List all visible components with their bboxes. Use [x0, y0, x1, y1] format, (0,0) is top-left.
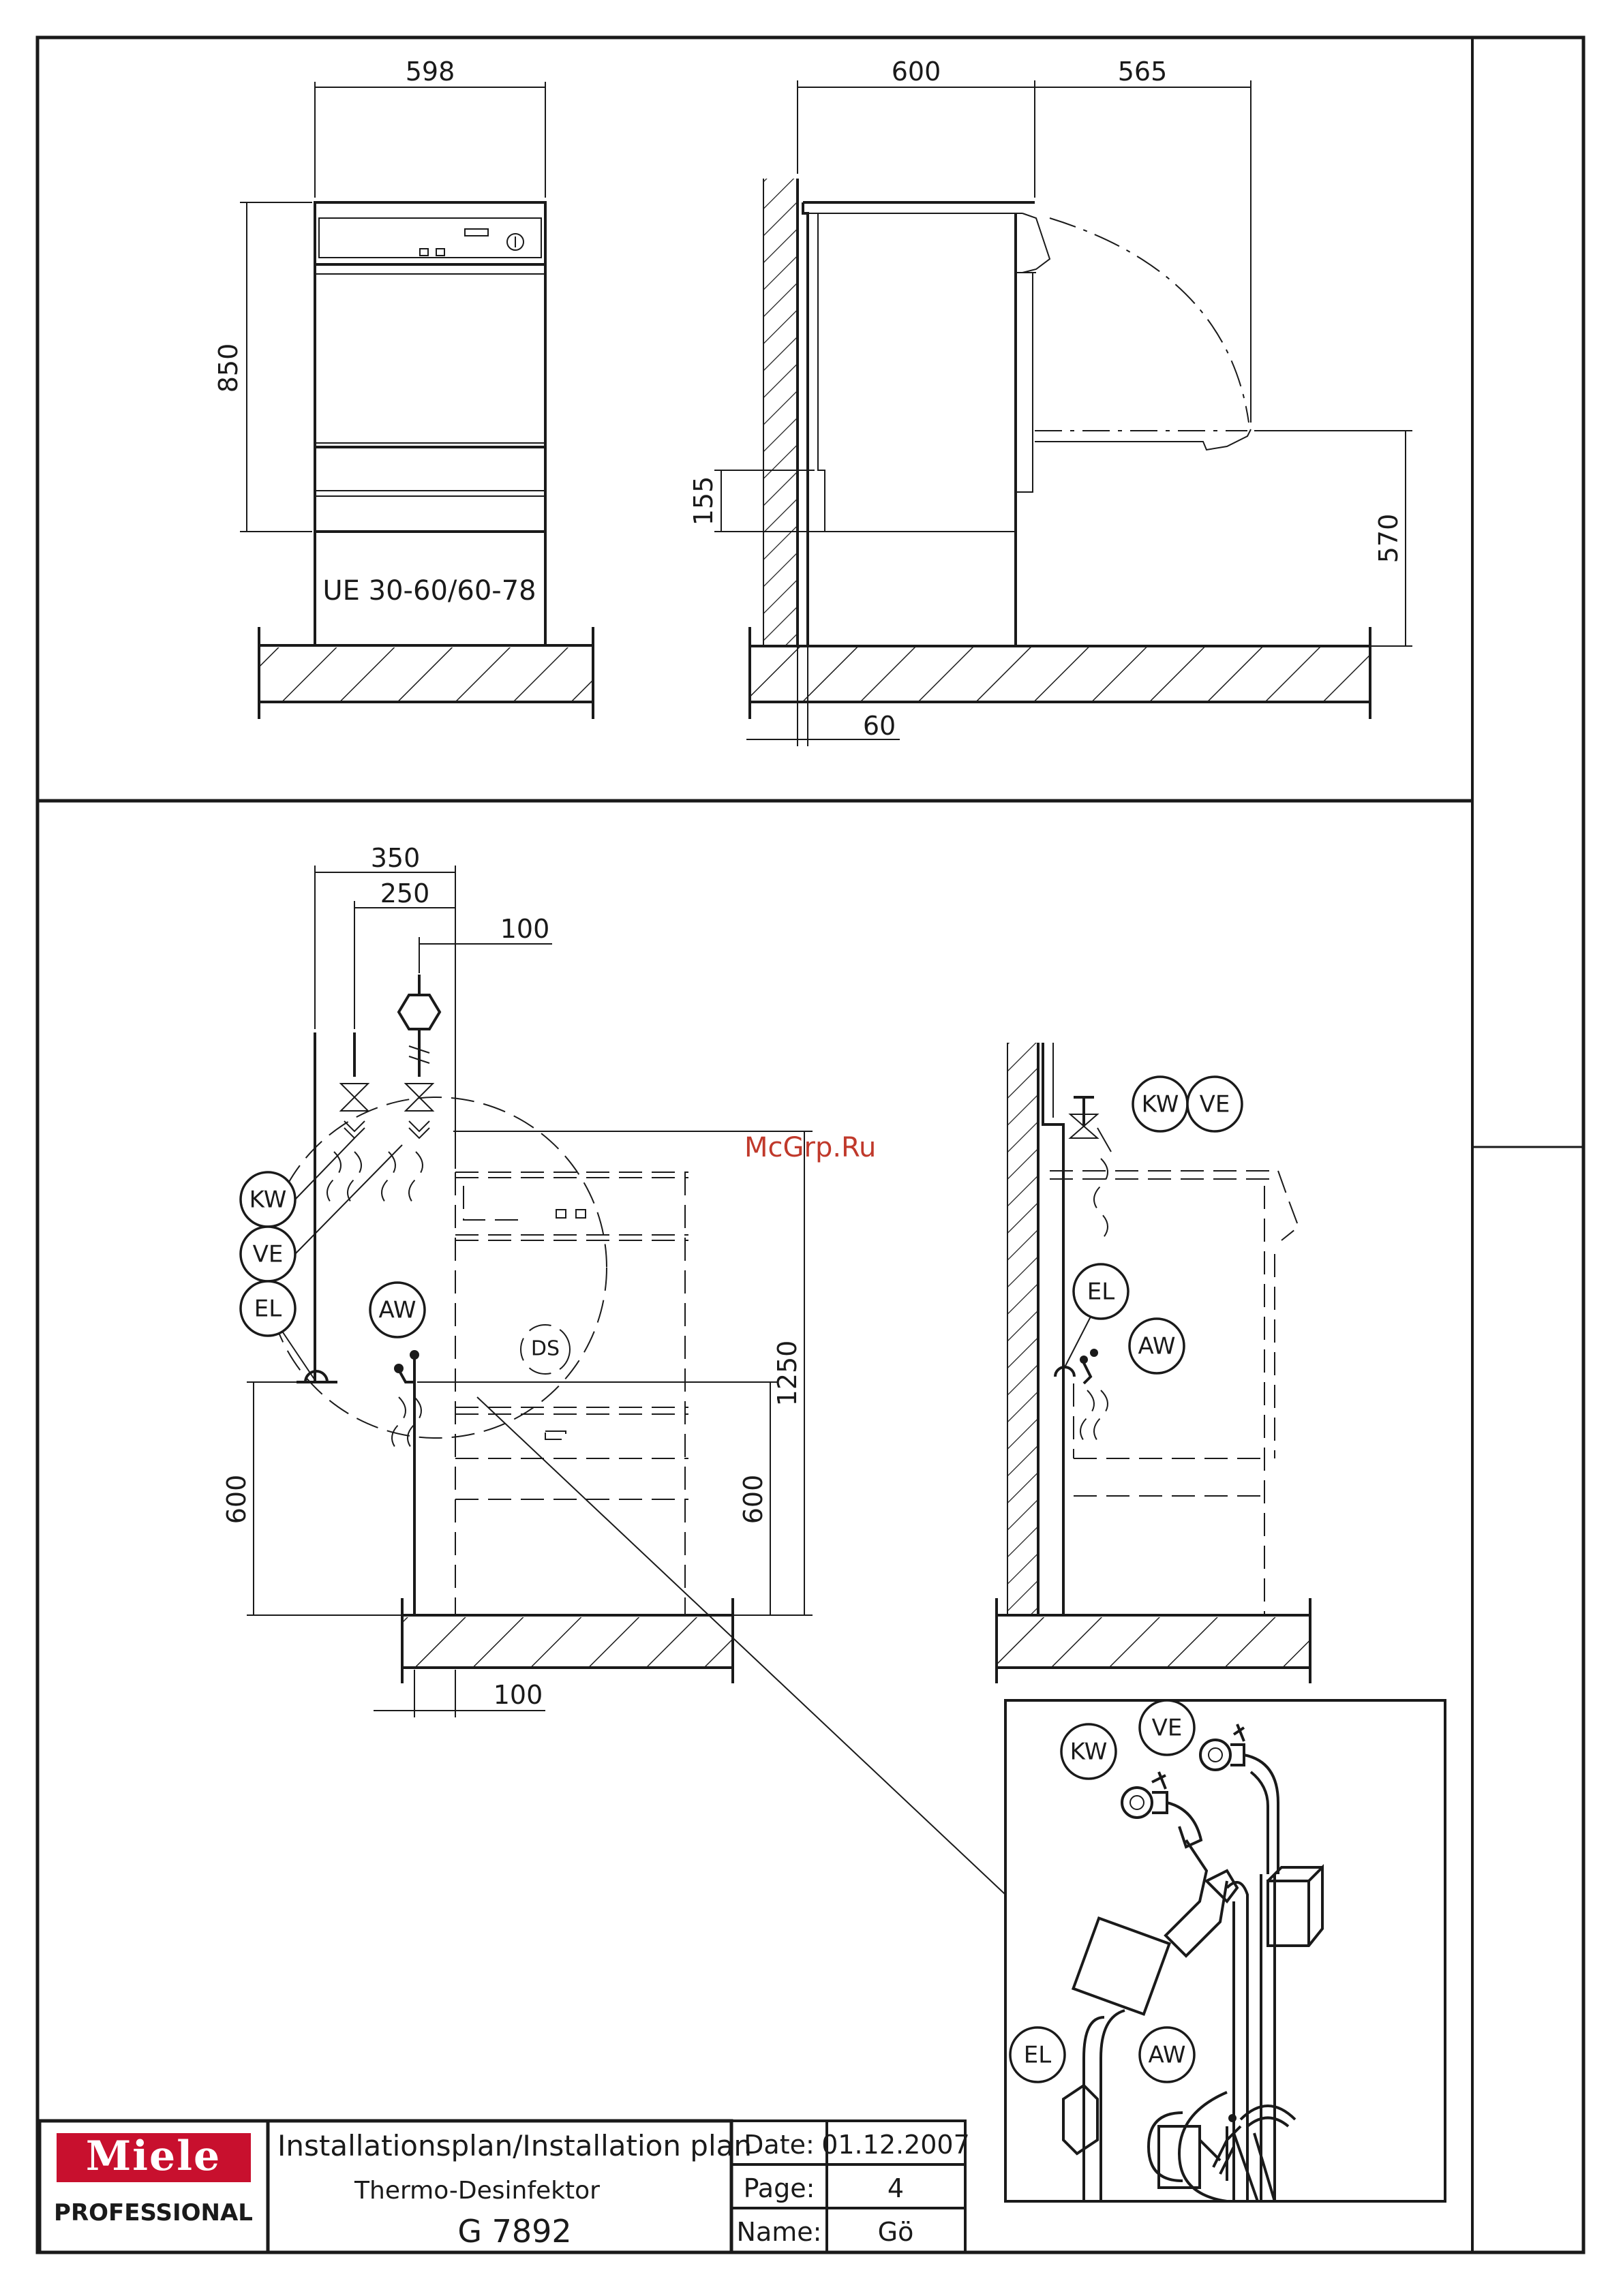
dim-height-600-left: 600	[222, 1475, 252, 1525]
dim-door-open-height: 570	[1374, 514, 1404, 564]
dim-height-600-right: 600	[738, 1475, 768, 1525]
dim-toe-height: 155	[688, 476, 718, 526]
aw-label-side: AW	[1138, 1333, 1175, 1360]
ve-label-detail: VE	[1152, 1715, 1183, 1742]
kw-label-detail: KW	[1070, 1739, 1108, 1766]
title-block: Miele PROFESSIONAL Installationsplan/Ins…	[40, 2121, 970, 2252]
plan-subtitle: Thermo-Desinfektor	[354, 2177, 600, 2205]
detail-isometric-view: KW VE EL AW	[1005, 1700, 1445, 2201]
plan-title: Installationsplan/Installation plan	[277, 2129, 752, 2162]
el-label-detail: EL	[1024, 2042, 1051, 2069]
dim-door-swing: 565	[1118, 57, 1168, 87]
el-label-side: EL	[1087, 1279, 1114, 1306]
logo-sub: PROFESSIONAL	[54, 2199, 253, 2226]
page-label: Page:	[744, 2173, 815, 2203]
ve-label-front: VE	[253, 1241, 284, 1268]
logo-brand: Miele	[86, 2132, 221, 2180]
dim-height-1250: 1250	[772, 1341, 802, 1407]
kw-label-front: KW	[249, 1187, 287, 1214]
connection-front-view: DS KW VE EL AW	[222, 843, 1005, 1895]
watermark: McGrp.Ru	[744, 1132, 876, 1163]
dim-conn-100-bottom: 100	[494, 1680, 543, 1710]
name-value: Gö	[878, 2217, 914, 2247]
aw-label-detail: AW	[1148, 2042, 1185, 2069]
connection-side-view: KW VE EL AW	[997, 1043, 1310, 1683]
date-value: 01.12.2007	[821, 2130, 970, 2160]
dim-conn-100-top: 100	[500, 914, 550, 944]
el-label-front: EL	[254, 1296, 282, 1323]
plan-model: G 7892	[457, 2213, 571, 2250]
dim-side-depth: 600	[892, 57, 941, 87]
dim-conn-350: 350	[371, 843, 421, 873]
side-view: 600 565 570 155 60	[688, 57, 1412, 746]
aw-label-front: AW	[378, 1297, 416, 1324]
kw-label-side: KW	[1142, 1091, 1179, 1118]
dim-front-height: 850	[213, 343, 243, 393]
dim-front-width: 598	[406, 57, 455, 87]
model-label: UE 30-60/60-78	[322, 575, 536, 607]
date-label: Date:	[744, 2130, 815, 2160]
dim-wall-gap: 60	[863, 711, 896, 741]
ve-label-side: VE	[1200, 1091, 1230, 1118]
dim-conn-250: 250	[380, 878, 430, 908]
ds-label: DS	[531, 1337, 560, 1361]
name-label: Name:	[737, 2217, 822, 2247]
page-value: 4	[888, 2173, 904, 2203]
front-view: UE 30-60/60-78 598 850	[213, 57, 593, 719]
